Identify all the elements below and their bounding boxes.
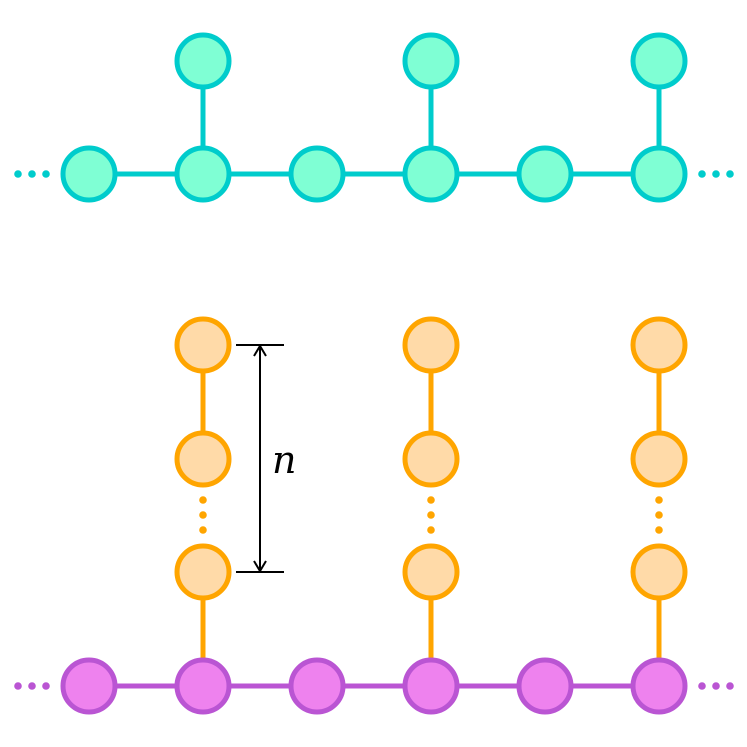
bottom-graph bbox=[14, 316, 734, 715]
chain-node bbox=[174, 430, 232, 488]
chain-node bbox=[402, 430, 460, 488]
chain-ellipsis-dot bbox=[655, 511, 663, 519]
bottom-backbone-node bbox=[174, 657, 232, 715]
bottom-backbone-node bbox=[630, 657, 688, 715]
bottom-right-ellipsis-dot bbox=[726, 682, 734, 690]
chain-node bbox=[402, 543, 460, 601]
chain-length-annotation: n bbox=[236, 344, 296, 573]
bottom-right-ellipsis-dot bbox=[698, 682, 706, 690]
top-left-ellipsis-dot bbox=[28, 170, 36, 178]
bottom-backbone-node bbox=[288, 657, 346, 715]
chain-node bbox=[630, 430, 688, 488]
chain-node bbox=[174, 543, 232, 601]
top-right-ellipsis-dot bbox=[698, 170, 706, 178]
top-graph bbox=[14, 32, 734, 203]
chain-node bbox=[402, 316, 460, 374]
top-pendant-node bbox=[402, 32, 460, 90]
chain-node bbox=[174, 316, 232, 374]
bottom-backbone-node bbox=[516, 657, 574, 715]
top-pendant-node bbox=[630, 32, 688, 90]
top-backbone-node bbox=[60, 145, 118, 203]
top-backbone-node bbox=[516, 145, 574, 203]
top-backbone-node bbox=[402, 145, 460, 203]
bottom-backbone-node bbox=[60, 657, 118, 715]
bottom-right-ellipsis-dot bbox=[712, 682, 720, 690]
top-backbone-node bbox=[174, 145, 232, 203]
bottom-left-ellipsis-dot bbox=[14, 682, 22, 690]
annotation-arrowhead-down bbox=[253, 560, 267, 573]
top-right-ellipsis-dot bbox=[726, 170, 734, 178]
chain-ellipsis-dot bbox=[199, 526, 207, 534]
chain-ellipsis-dot bbox=[655, 526, 663, 534]
chain-node bbox=[630, 316, 688, 374]
top-pendant-node bbox=[174, 32, 232, 90]
chain-ellipsis-dot bbox=[427, 496, 435, 504]
chain-length-label: n bbox=[272, 438, 296, 482]
top-right-ellipsis-dot bbox=[712, 170, 720, 178]
chain-ellipsis-dot bbox=[199, 496, 207, 504]
top-backbone-node bbox=[288, 145, 346, 203]
bottom-left-ellipsis-dot bbox=[42, 682, 50, 690]
top-left-ellipsis-dot bbox=[14, 170, 22, 178]
chain-ellipsis-dot bbox=[199, 511, 207, 519]
chain-ellipsis-dot bbox=[427, 511, 435, 519]
top-left-ellipsis-dot bbox=[42, 170, 50, 178]
chain-node bbox=[630, 543, 688, 601]
bottom-left-ellipsis-dot bbox=[28, 682, 36, 690]
chain-ellipsis-dot bbox=[655, 496, 663, 504]
chain-ellipsis-dot bbox=[427, 526, 435, 534]
bottom-backbone-node bbox=[402, 657, 460, 715]
annotation-arrowhead-up bbox=[253, 344, 267, 357]
top-backbone-node bbox=[630, 145, 688, 203]
